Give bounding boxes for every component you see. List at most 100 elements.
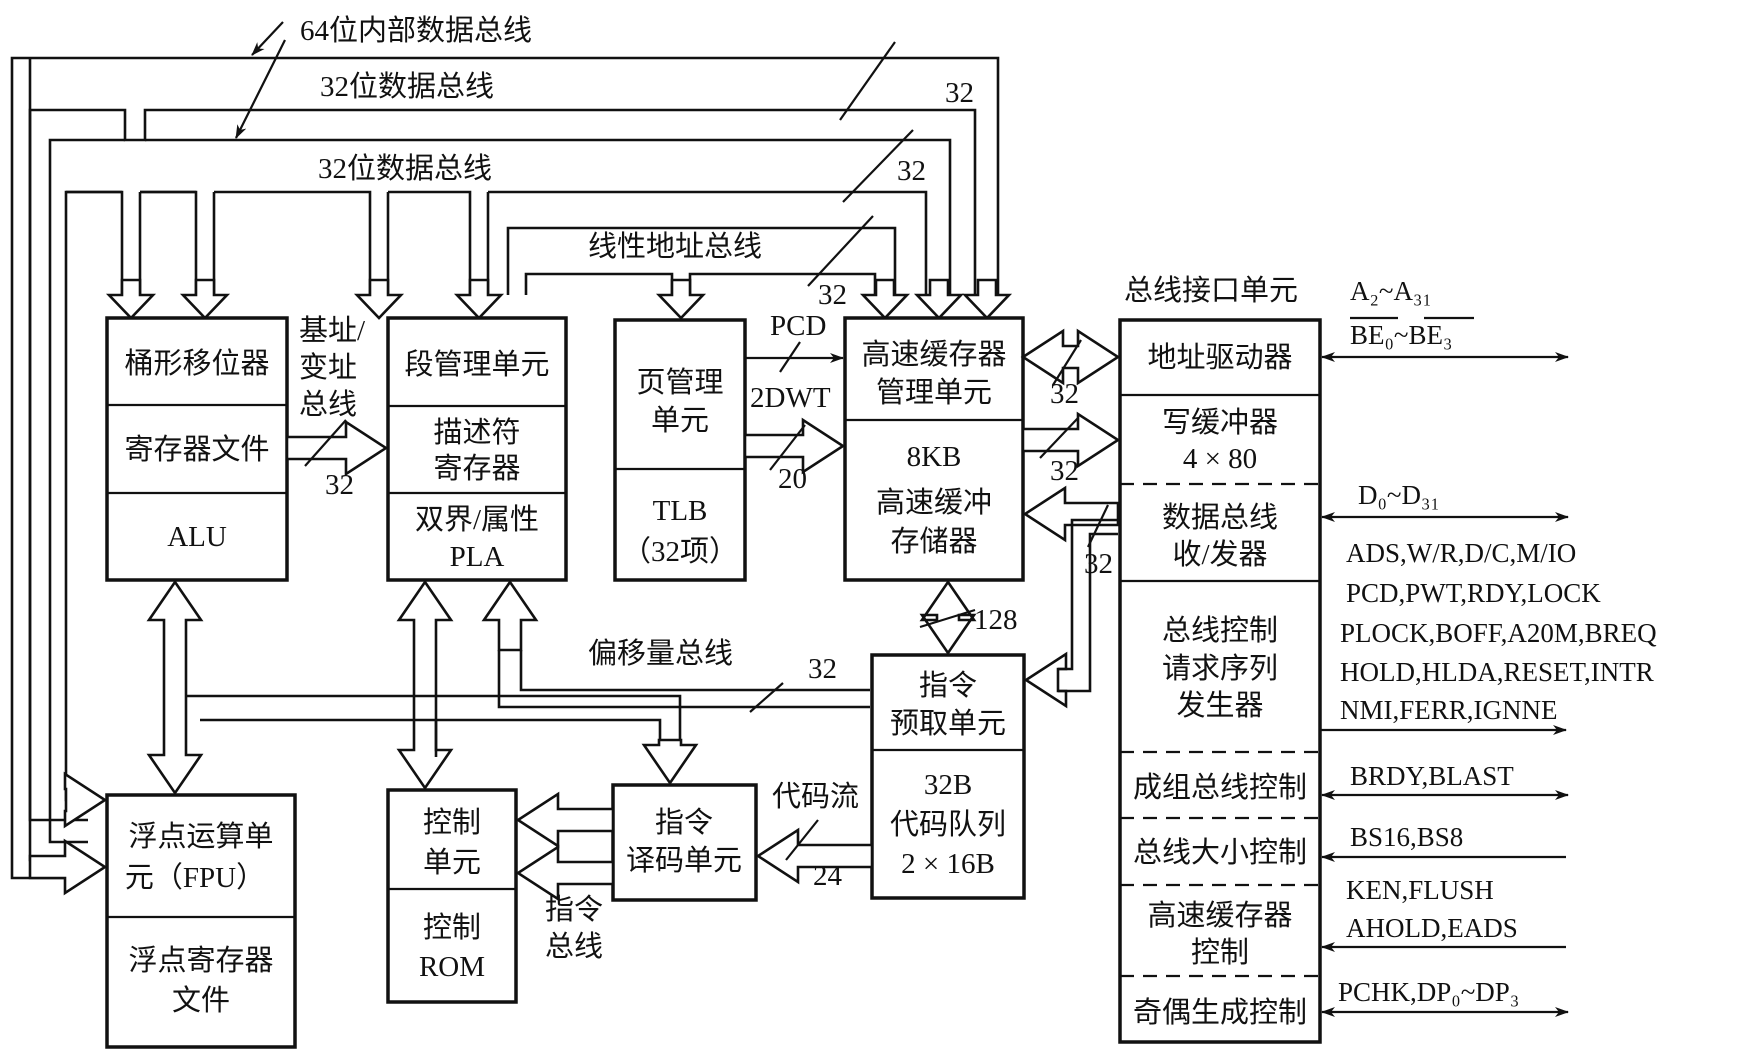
signal-labels: A₂~A₃₁ BE₀~BE₃ D₀~D₃₁ ADS,W/R,D/C,M/IO P… <box>1338 276 1657 1007</box>
control-signals-line-1: ADS,W/R,D/C,M/IO <box>1346 538 1576 568</box>
instr-bus-label: 指令 <box>545 893 603 926</box>
width-slash <box>919 608 976 629</box>
width-slash <box>304 419 347 467</box>
bus-wire <box>497 650 870 709</box>
decode-control-arrow-1 <box>515 791 615 849</box>
control-signals-line-4: HOLD,HLDA,RESET,INTR <box>1340 657 1654 687</box>
cache-memory-label: 高速缓冲 <box>876 486 992 519</box>
limit-label: 双界/属性 <box>415 503 539 536</box>
paging-unit: 页管理 单元 TLB （32项） <box>613 318 747 582</box>
instr-bus-label-2: 总线 <box>545 930 603 963</box>
bus-wire <box>1058 532 1118 693</box>
base-index-label-3: 总线 <box>299 388 357 421</box>
cache-control-label-2: 控制 <box>1191 936 1249 969</box>
width-label: 32 <box>945 77 974 109</box>
paging-unit-label: 页管理 <box>636 366 723 399</box>
bus-label-32bit-b: 32位数据总线 <box>318 152 492 185</box>
data-to-cache-arrow <box>1022 485 1120 543</box>
burst-control-label: 成组总线控制 <box>1133 771 1307 804</box>
cache-size-label: 8KB <box>907 441 962 473</box>
bus-down-arrow <box>179 278 231 320</box>
cache-signals-2: AHOLD,EADS <box>1346 913 1518 943</box>
bus-size-control-label: 总线大小控制 <box>1133 836 1307 869</box>
width-label: 32 <box>1050 378 1079 410</box>
width-label: 32 <box>1050 455 1079 487</box>
bus-label-32bit-a: 32位数据总线 <box>320 70 494 103</box>
queue-config-label: 2 × 16B <box>901 848 995 880</box>
pointer-arrow <box>251 21 284 56</box>
control-rom-label: 控制 <box>423 911 481 944</box>
tlb-entries-label: （32项） <box>622 536 738 568</box>
width-label: 24 <box>813 860 843 892</box>
parity-signals: PCHK,DP₀~DP₃ <box>1338 977 1519 1007</box>
cache-signals-1: KEN,FLUSH <box>1346 875 1494 905</box>
segmentation-unit: 段管理单元 描述符 寄存器 双界/属性 PLA <box>386 316 568 582</box>
alu-label: ALU <box>167 521 227 553</box>
width-slash <box>1052 339 1082 386</box>
bus-interface-unit: 地址驱动器 写缓冲器 4 × 80 数据总线 收/发器 总线控制 请求序列 发生… <box>1118 318 1322 1044</box>
base-index-label-2: 变址 <box>299 351 357 384</box>
bus-wire <box>519 650 870 692</box>
control-signals-line-3: PLOCK,BOFF,A20M,BREQ <box>1340 618 1657 648</box>
parity-control-label: 奇偶生成控制 <box>1133 996 1307 1029</box>
pcd-label: PCD <box>770 310 826 342</box>
code-stream-label: 代码流 <box>772 780 859 813</box>
width-label: 128 <box>974 604 1018 636</box>
data-transceiver-label: 数据总线 <box>1162 501 1278 534</box>
pwt-label: 2DWT <box>750 382 831 414</box>
width-label: 32 <box>897 155 926 187</box>
prefetch-label: 指令 <box>919 669 977 702</box>
segment-control-arrow <box>396 579 454 791</box>
bus-down-arrow <box>913 278 965 320</box>
cache-control-label: 高速缓存器 <box>1147 899 1292 932</box>
offset-bus-arrow <box>481 579 539 652</box>
width-label: 32 <box>808 653 837 685</box>
bus-down-arrow <box>453 278 505 320</box>
data-to-prefetch-arrow <box>1023 651 1068 709</box>
decode-control-arrow-2 <box>515 844 615 902</box>
bus-size-signals: BS16,BS8 <box>1350 822 1463 852</box>
cache-unit: 高速缓存器 管理单元 8KB 高速缓冲 存储器 <box>843 316 1025 582</box>
queue-size-label: 32B <box>924 769 972 801</box>
width-label: 32 <box>325 469 354 501</box>
code-stream-arrow <box>755 827 874 885</box>
control-signals-line-2: PCD,PWT,RDY,LOCK <box>1346 578 1601 608</box>
decode-label: 指令 <box>655 806 713 839</box>
cache-mgmt-label-2: 管理单元 <box>876 376 992 409</box>
prefetch-unit: 指令 预取单元 32B 代码队列 2 × 16B <box>870 653 1026 900</box>
bus-wire <box>186 694 682 757</box>
width-label: 20 <box>778 463 807 495</box>
bus-wire <box>1058 518 1118 671</box>
bus-control-label-2: 请求序列 <box>1162 652 1278 685</box>
bus-down-arrow <box>961 278 1013 320</box>
bus-down-arrow <box>353 278 405 320</box>
code-queue-label: 代码队列 <box>890 808 1006 841</box>
width-slash <box>1039 417 1079 459</box>
physical-address-arrow <box>743 417 846 475</box>
fpu-bus-arrow-2 <box>28 838 108 896</box>
bus-down-arrow <box>105 278 157 320</box>
width-slash <box>769 424 806 471</box>
bus-control-label: 总线控制 <box>1162 614 1278 647</box>
width-slash <box>807 215 874 287</box>
control-rom-label-2: ROM <box>419 951 485 983</box>
tlb-label: TLB <box>653 495 708 527</box>
width-slash <box>785 819 819 861</box>
bus-down-arrow <box>655 278 707 320</box>
bus-label-offset: 偏移量总线 <box>588 637 733 670</box>
bus-arrowheads <box>105 278 1013 320</box>
control-unit-label-2: 单元 <box>423 846 481 879</box>
paging-unit-label-2: 单元 <box>651 404 709 437</box>
prefetch-label-2: 预取单元 <box>890 707 1006 740</box>
barrel-shifter-label: 桶形移位器 <box>124 347 269 380</box>
integer-unit: 桶形移位器 寄存器文件 ALU <box>105 316 289 582</box>
cache-memory-label-2: 存储器 <box>890 525 977 558</box>
address-signal-be: BE₀~BE₃ <box>1350 320 1452 350</box>
base-index-label: 基址/ <box>299 314 366 347</box>
alu-fpu-arrow <box>146 579 204 796</box>
width-slash <box>749 682 784 713</box>
address-driver-label: 地址驱动器 <box>1147 341 1292 374</box>
bus-label-linear: 线性地址总线 <box>588 230 762 263</box>
control-unit-label: 控制 <box>423 806 481 839</box>
